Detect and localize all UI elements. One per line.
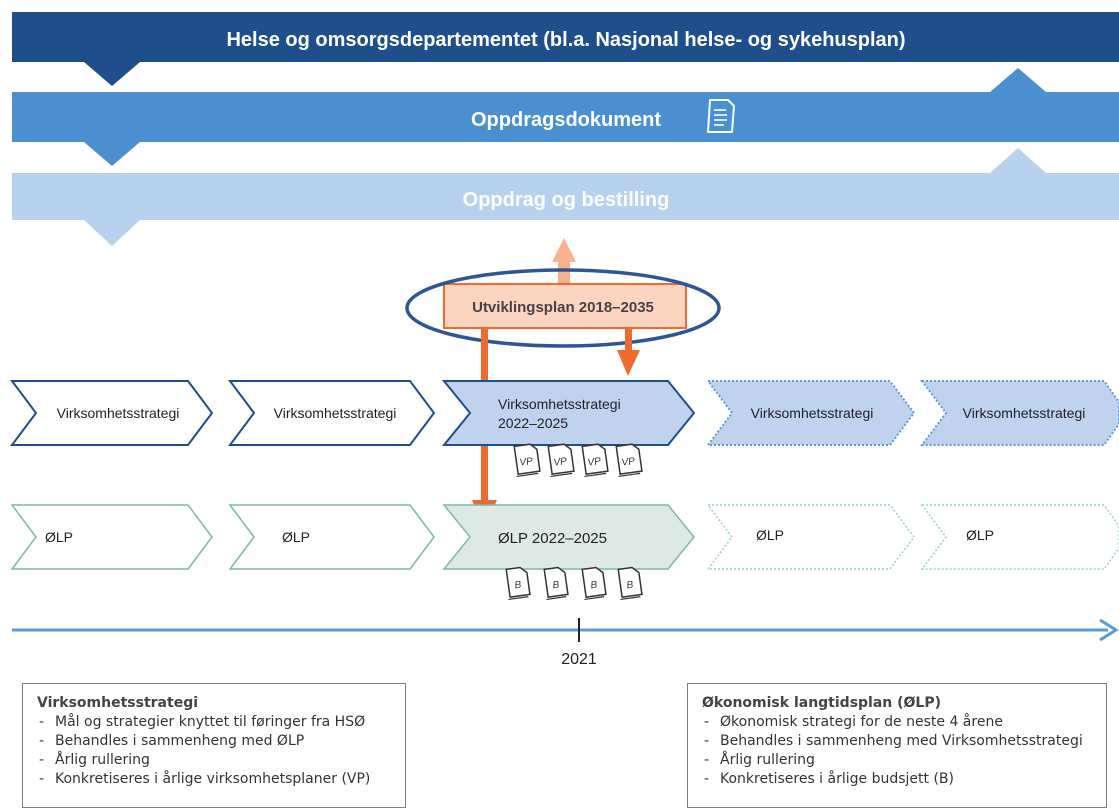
- strategy-chevron: Virksomhetsstrategi: [228, 380, 436, 446]
- strategy-label: Virksomhetsstrategi: [274, 405, 397, 421]
- vp-label: VP: [519, 456, 534, 469]
- strategy-label: Virksomhetsstrategi: [963, 405, 1086, 421]
- olp-chevron: ØLP: [228, 504, 435, 570]
- vp-page-icon: VP: [513, 443, 541, 478]
- list-item: Mål og strategier knyttet til føringer f…: [37, 713, 391, 732]
- list-item: Konkretiseres i årlige virksomhetsplaner…: [37, 770, 391, 789]
- strategy-chevron-current: Virksomhetsstrategi 2022–2025: [441, 380, 696, 446]
- olp-description-box: Økonomisk langtidsplan (ØLP) Økonomisk s…: [687, 683, 1107, 808]
- vp-page-icon: VP: [615, 443, 643, 478]
- olp-label: ØLP: [966, 527, 994, 543]
- document-icon: [707, 99, 735, 133]
- budget-page-icon: B: [581, 566, 607, 601]
- olp-label: ØLP: [45, 529, 73, 545]
- timeline-year: 2021: [561, 651, 597, 668]
- budget-icons: B B B B: [505, 566, 643, 601]
- strategy-description-box: Virksomhetsstrategi Mål og strategier kn…: [22, 683, 406, 808]
- olp-current-label: ØLP 2022–2025: [498, 530, 607, 547]
- vp-label: VP: [621, 456, 636, 469]
- highlight-ellipse: [405, 268, 721, 348]
- budget-page-icon: B: [505, 566, 531, 601]
- strategy-description-list: Mål og strategier knyttet til føringer f…: [37, 713, 391, 789]
- list-item: Økonomisk strategi for de neste 4 årene: [702, 713, 1092, 732]
- strategy-chevron: Virksomhetsstrategi: [10, 380, 214, 446]
- banner-ministry: Helse og omsorgsdepartementet (bl.a. Nas…: [12, 12, 1119, 86]
- olp-label: ØLP: [756, 527, 784, 543]
- upward-arrow: [552, 238, 576, 288]
- orange-arrow-to-strategy: [617, 328, 640, 376]
- list-item: Årlig rullering: [702, 751, 1092, 770]
- banner-assignment-order: Oppdrag og bestilling: [12, 148, 1119, 246]
- strategy-label: Virksomhetsstrategi: [57, 405, 180, 421]
- budget-label: B: [626, 579, 634, 591]
- vp-label: VP: [587, 456, 602, 469]
- budget-label: B: [514, 579, 522, 591]
- olp-description-list: Økonomisk strategi for de neste 4 årene …: [702, 713, 1092, 789]
- strategy-chevron-future: Virksomhetsstrategi: [706, 380, 916, 446]
- strategy-row: Virksomhetsstrategi Virksomhetsstrategi …: [10, 380, 1119, 446]
- olp-chevron-future: ØLP: [706, 504, 915, 570]
- olp-chevron-current: ØLP 2022–2025: [442, 504, 695, 570]
- vp-page-icon: VP: [581, 443, 609, 478]
- strategy-chevron-future: Virksomhetsstrategi: [920, 380, 1119, 446]
- timeline: 2021: [12, 618, 1119, 668]
- olp-description-title: Økonomisk langtidsplan (ØLP): [702, 695, 942, 711]
- budget-label: B: [590, 579, 598, 591]
- development-plan-label: Utviklingsplan 2018–2035: [472, 299, 654, 316]
- banner-assignment-document-label: Oppdragsdokument: [471, 109, 661, 131]
- development-plan-box: Utviklingsplan 2018–2035: [405, 268, 721, 348]
- budget-label: B: [552, 579, 560, 591]
- banner-assignment-document: Oppdragsdokument: [12, 68, 1119, 166]
- olp-chevron: ØLP: [10, 504, 213, 570]
- list-item: Behandles i sammenheng med Virksomhetsst…: [702, 732, 1092, 751]
- vp-page-icon: VP: [547, 443, 575, 478]
- list-item: Årlig rullering: [37, 751, 391, 770]
- olp-chevron-future: ØLP: [920, 504, 1119, 570]
- banner-ministry-label: Helse og omsorgsdepartementet (bl.a. Nas…: [226, 29, 905, 51]
- olp-row: ØLP ØLP ØLP 2022–2025 ØLP ØLP: [10, 504, 1119, 570]
- budget-page-icon: B: [543, 566, 569, 601]
- budget-page-icon: B: [617, 566, 643, 601]
- list-item: Konkretiseres i årlige budsjett (B): [702, 770, 1092, 789]
- strategy-current-label-line1: Virksomhetsstrategi: [498, 396, 621, 412]
- vp-icons: VP VP VP VP: [513, 443, 643, 478]
- strategy-description-title: Virksomhetsstrategi: [37, 695, 199, 711]
- banner-assignment-order-label: Oppdrag og bestilling: [463, 189, 670, 211]
- vp-label: VP: [553, 456, 568, 469]
- strategy-current-label-line2: 2022–2025: [498, 415, 568, 431]
- list-item: Behandles i sammenheng med ØLP: [37, 732, 391, 751]
- strategy-label: Virksomhetsstrategi: [751, 405, 874, 421]
- olp-label: ØLP: [282, 529, 310, 545]
